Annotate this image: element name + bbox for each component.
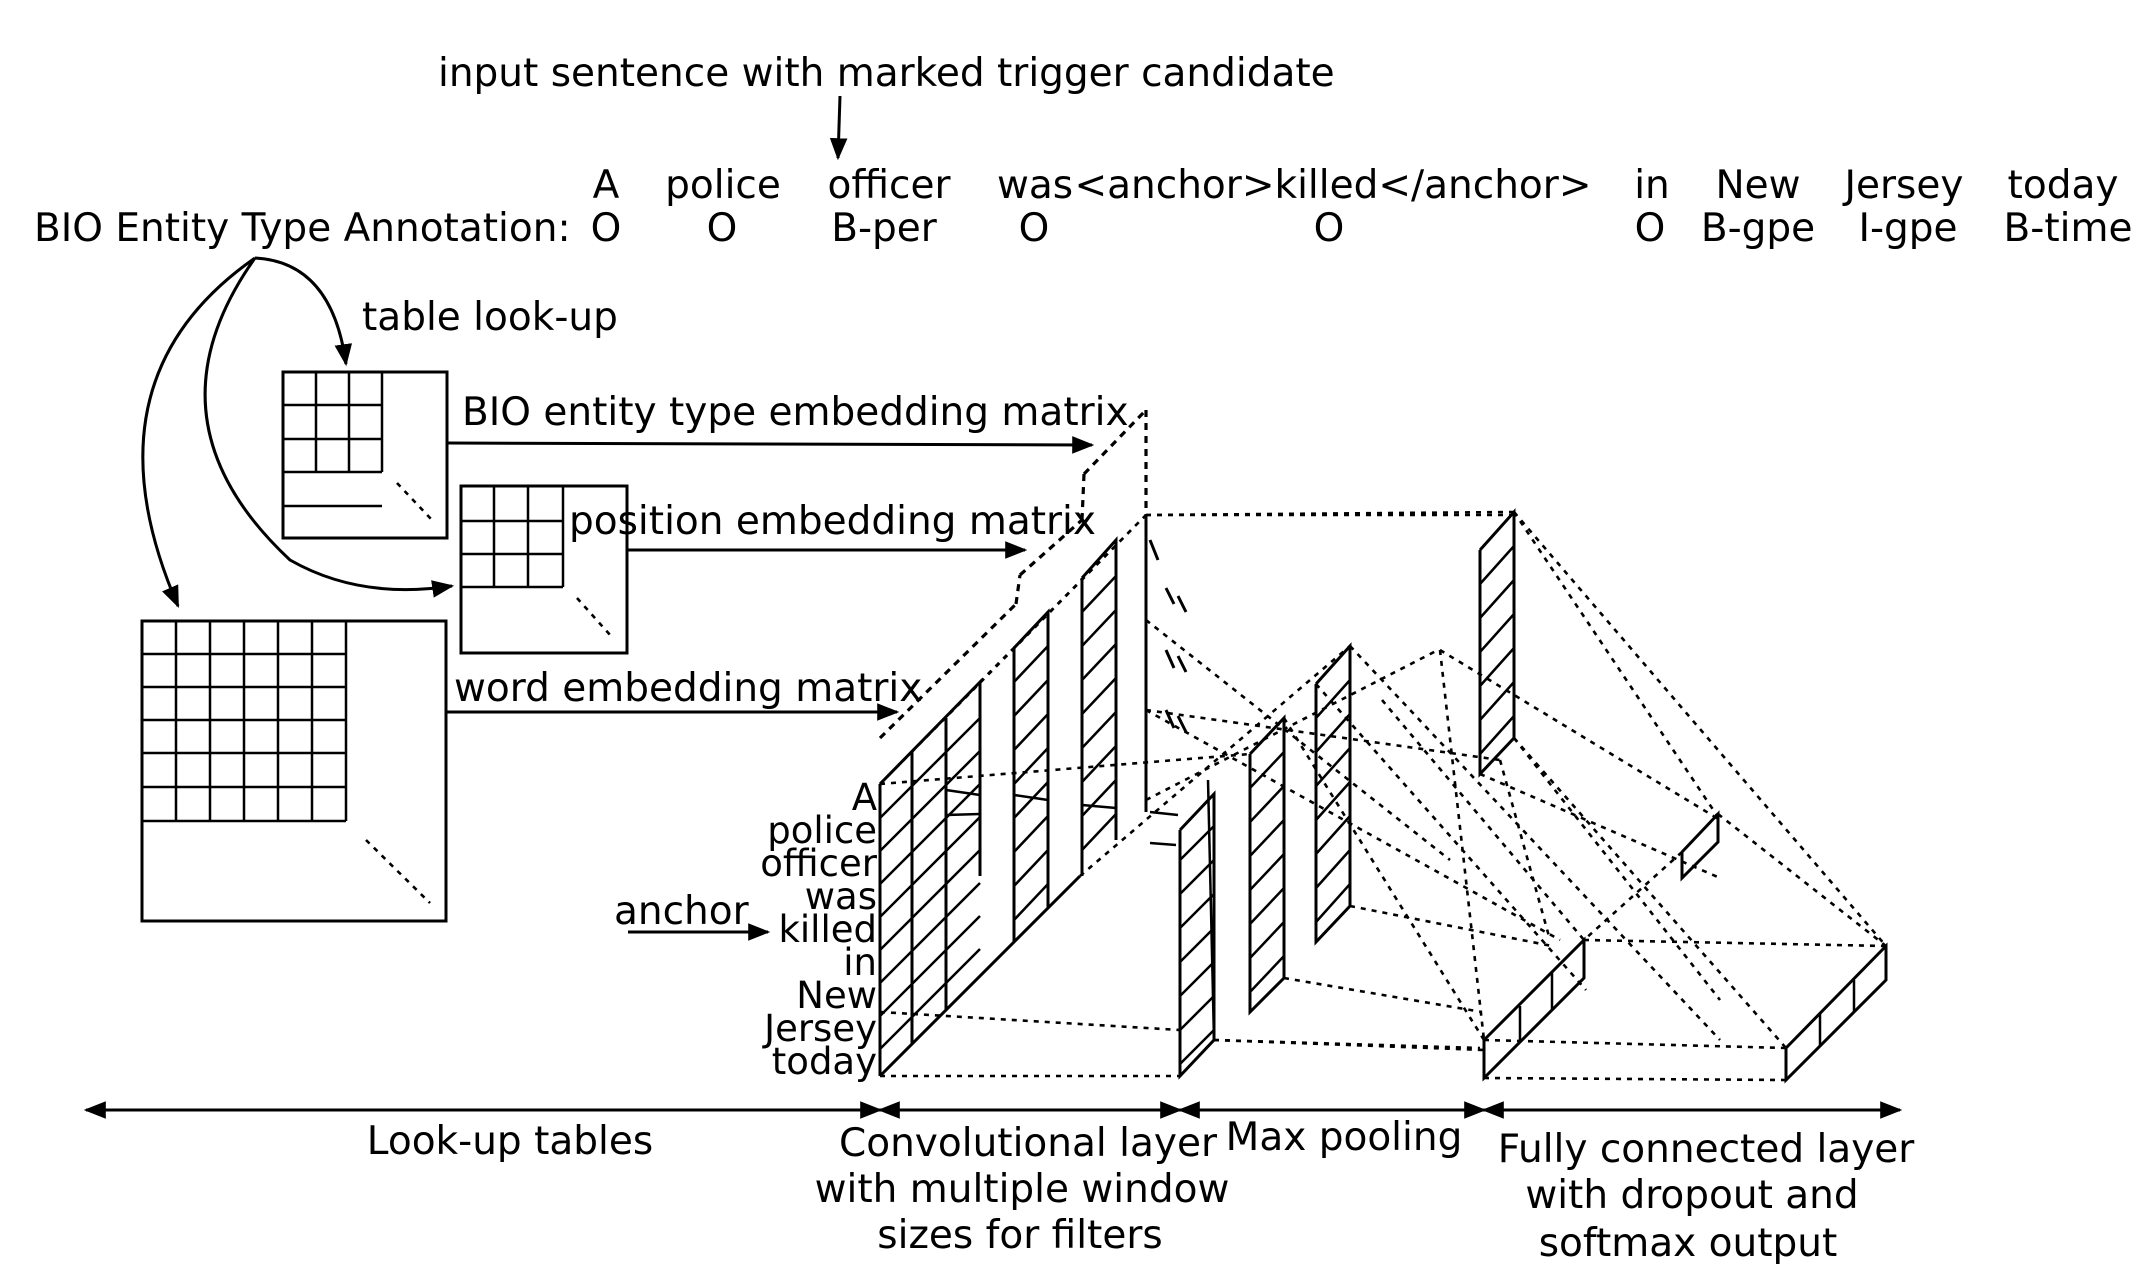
fully-connected-layer <box>1381 511 1888 1084</box>
bio-tag: B-per <box>831 206 938 251</box>
stage-label-conv-1: Convolutional layer <box>839 1121 1218 1166</box>
input-word: police <box>767 809 877 852</box>
stage-label-fc-1: Fully connected layer <box>1498 1127 1916 1172</box>
sentence-word: officer <box>827 163 951 208</box>
input-word: in <box>843 941 877 984</box>
bio-tag: O <box>1635 206 1666 251</box>
position-embedding-label: position embedding matrix <box>569 499 1096 544</box>
sentence-word: police <box>665 163 781 208</box>
stage-label-lookup: Look-up tables <box>367 1119 653 1164</box>
bio-tag: O <box>707 206 738 251</box>
input-word: New <box>796 974 877 1017</box>
word-embedding-label: word embedding matrix <box>454 666 922 711</box>
input-word: was <box>805 875 877 918</box>
lookup-arrow-position <box>203 257 455 598</box>
input-word: today <box>772 1040 877 1083</box>
sentence-word: Jersey <box>1842 163 1964 208</box>
sentence-word: in <box>1634 163 1670 208</box>
bio-annotation-label: BIO Entity Type Annotation: <box>34 206 571 251</box>
sentence-word: <anchor>killed</anchor> <box>1074 163 1591 208</box>
input-word-list: A police officer was killed in New Jerse… <box>760 776 878 1083</box>
sentence-word: New <box>1715 163 1800 208</box>
stage-label-pooling: Max pooling <box>1226 1115 1463 1160</box>
sentence-words: A police officer was <anchor>killed</anc… <box>593 163 2119 208</box>
bio-tag: B-gpe <box>1701 206 1815 251</box>
position-embedding-table: position embedding matrix <box>459 484 1096 655</box>
pooling-maps <box>1145 508 1722 1052</box>
word-embedding-table: word embedding matrix <box>140 619 922 923</box>
input-feature-cube <box>878 408 1188 1078</box>
bio-embedding-table: BIO entity type embedding matrix <box>281 370 1129 540</box>
stage-label-fc-2: with dropout and <box>1525 1173 1858 1218</box>
input-word: killed <box>778 908 877 951</box>
sentence-tags: O O B-per O O O B-gpe I-gpe B-time <box>591 206 2133 251</box>
table-lookup-label: table look-up <box>362 295 618 340</box>
bio-tag: O <box>1019 206 1050 251</box>
stage-label-conv-2: with multiple window <box>815 1167 1230 1212</box>
bio-embedding-arrow <box>446 436 1095 454</box>
bio-tag: O <box>591 206 622 251</box>
sentence-word: was <box>997 163 1073 208</box>
conv-feature-maps <box>879 513 1510 1080</box>
lookup-arrow-bio <box>254 256 353 367</box>
input-arrow <box>829 95 848 161</box>
lookup-arrow-word <box>141 256 256 609</box>
input-word: A <box>852 776 877 819</box>
bio-embedding-label: BIO entity type embedding matrix <box>462 390 1129 435</box>
input-word: officer <box>760 842 878 885</box>
sentence-word: A <box>593 163 620 208</box>
bio-tag: B-time <box>2004 206 2133 251</box>
input-word: Jersey <box>762 1007 877 1050</box>
stage-label-conv-3: sizes for filters <box>877 1213 1162 1258</box>
sentence-word: today <box>2008 163 2119 208</box>
anchor-label: anchor <box>614 889 750 934</box>
bio-tag: O <box>1314 206 1345 251</box>
stage-label-fc-3: softmax output <box>1539 1221 1838 1266</box>
bio-tag: I-gpe <box>1858 206 1957 251</box>
input-sentence-label: input sentence with marked trigger candi… <box>438 51 1335 96</box>
